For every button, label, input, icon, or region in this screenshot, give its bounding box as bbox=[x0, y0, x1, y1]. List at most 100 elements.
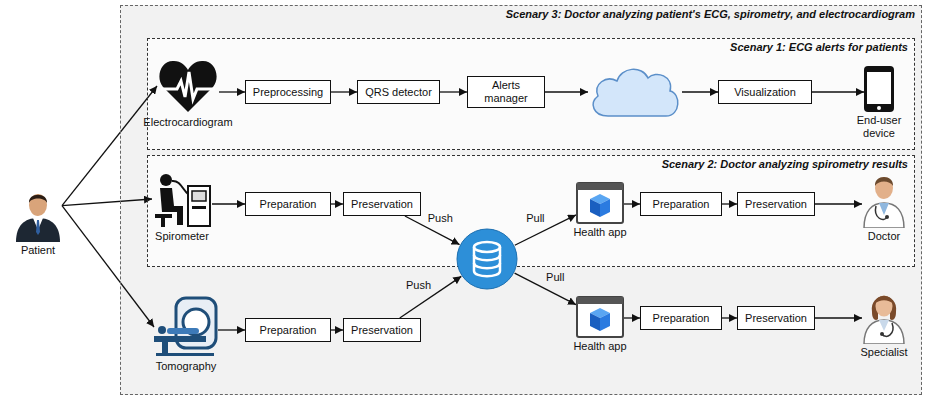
flow-arrow bbox=[812, 91, 864, 92]
flow-arrow bbox=[218, 329, 245, 330]
flow-arrow bbox=[682, 91, 718, 92]
region-fill bbox=[147, 155, 915, 267]
icon-part bbox=[156, 353, 214, 356]
edge-label: Push bbox=[428, 212, 453, 225]
node-label: Alerts manager bbox=[473, 79, 539, 105]
process-box: Preservation bbox=[343, 318, 421, 342]
flow-arrow bbox=[400, 276, 462, 318]
specialist-icon-graphic bbox=[862, 288, 906, 344]
icon-part bbox=[474, 247, 500, 276]
icon-part bbox=[160, 174, 172, 186]
node-label: Tomography bbox=[146, 360, 226, 373]
icon-part bbox=[474, 263, 500, 268]
edge-label: Pull bbox=[546, 270, 564, 283]
icon-part bbox=[154, 336, 206, 342]
icon-part bbox=[577, 297, 623, 337]
icon-part bbox=[161, 72, 215, 99]
doctor-icon: Doctor bbox=[856, 170, 912, 243]
icon-part bbox=[158, 326, 166, 334]
icon-part bbox=[600, 199, 610, 217]
icon-part bbox=[872, 296, 896, 320]
icon-part bbox=[172, 181, 188, 194]
icon-part bbox=[188, 186, 210, 226]
node-label: Preparation bbox=[260, 198, 317, 211]
tomography-icon-graphic bbox=[154, 296, 218, 358]
flow-arrow bbox=[331, 203, 343, 204]
flow-arrow bbox=[219, 91, 245, 92]
node-label: Preservation bbox=[745, 198, 807, 211]
icon-part bbox=[600, 313, 610, 331]
flow-arrow bbox=[545, 91, 588, 92]
flow-arrow bbox=[515, 273, 576, 305]
edge-label: Pull bbox=[526, 212, 544, 225]
tomography-icon: Tomography bbox=[146, 296, 226, 373]
icon-part bbox=[192, 191, 206, 201]
flow-arrow bbox=[62, 199, 152, 206]
icon-part bbox=[590, 199, 600, 217]
app-icon-graphic bbox=[576, 182, 624, 224]
icon-part bbox=[877, 106, 881, 110]
icon-part bbox=[577, 183, 623, 190]
flow-arrow bbox=[815, 203, 862, 204]
node-label: Preservation bbox=[351, 324, 413, 337]
flow-arrow bbox=[62, 206, 154, 327]
icon-part bbox=[155, 214, 172, 218]
flow-arrow bbox=[62, 86, 157, 206]
patient-icon-graphic bbox=[14, 190, 62, 242]
region-fill bbox=[120, 5, 922, 395]
node-label: Preprocessing bbox=[253, 86, 323, 99]
specialist-icon: Specialist bbox=[856, 288, 912, 359]
flow-arrow bbox=[331, 329, 343, 330]
ecg-icon: Electrocardiogram bbox=[139, 58, 237, 129]
node-label: Preservation bbox=[745, 312, 807, 325]
icon-part bbox=[159, 61, 216, 112]
edge-label: Push bbox=[406, 279, 431, 292]
region-fill bbox=[147, 38, 915, 150]
flow-arrow bbox=[405, 216, 460, 245]
process-box: Preparation bbox=[640, 306, 722, 330]
icon-part bbox=[590, 313, 600, 331]
scenario-region: Scenary 3: Doctor analyzing patient's EC… bbox=[120, 5, 922, 395]
icon-part bbox=[875, 296, 893, 304]
process-box: Visualization bbox=[718, 80, 812, 104]
node-label: Specialist bbox=[856, 346, 912, 359]
process-box: QRS detector bbox=[357, 80, 440, 104]
scenario-region: Scenary 2: Doctor analyzing spirometry r… bbox=[147, 155, 915, 267]
app-icon: Health app bbox=[572, 296, 628, 353]
cloud-icon bbox=[588, 62, 682, 120]
icon-part bbox=[879, 203, 889, 215]
scenario-title: Scenary 1: ECG alerts for patients bbox=[730, 41, 908, 53]
process-box: Preservation bbox=[343, 192, 421, 216]
node-label: Health app bbox=[572, 226, 628, 239]
icon-part bbox=[880, 332, 884, 336]
node-label: Health app bbox=[572, 340, 628, 353]
node-label: Spirometer bbox=[148, 230, 216, 243]
node-label: Patient bbox=[4, 244, 72, 257]
node-label: Preparation bbox=[653, 198, 710, 211]
icon-part bbox=[162, 342, 168, 354]
node-label: QRS detector bbox=[365, 86, 432, 99]
database-icon bbox=[456, 228, 518, 290]
icon-part bbox=[577, 297, 623, 304]
flow-arrow bbox=[815, 317, 862, 318]
process-box: Alerts manager bbox=[467, 76, 545, 108]
icon-part bbox=[457, 229, 517, 289]
app-icon-graphic bbox=[576, 296, 624, 338]
icon-part bbox=[474, 255, 500, 260]
icon-part bbox=[885, 215, 889, 219]
node-label: Preparation bbox=[260, 324, 317, 337]
cloud-icon-graphic bbox=[588, 62, 682, 120]
flow-arrow bbox=[212, 203, 245, 204]
doctor-icon-graphic bbox=[862, 170, 906, 228]
process-box: Preservation bbox=[737, 192, 815, 216]
node-label: Preparation bbox=[653, 312, 710, 325]
flow-arrow bbox=[624, 317, 640, 318]
scenario-title: Scenary 2: Doctor analyzing spirometry r… bbox=[662, 158, 908, 170]
icon-part bbox=[36, 220, 40, 235]
flow-arrow bbox=[722, 203, 737, 204]
flow-arrow bbox=[440, 91, 467, 92]
scenario-title: Scenary 3: Doctor analyzing patient's EC… bbox=[506, 8, 915, 20]
node-label: End-user device bbox=[850, 114, 908, 140]
